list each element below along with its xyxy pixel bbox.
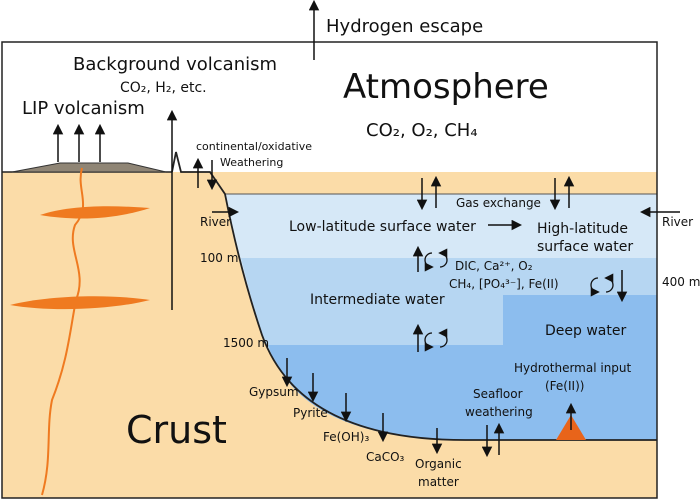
feoh3-label: Fe(OH)₃: [323, 430, 369, 444]
seafloor-weathering-label-2: weathering: [465, 405, 533, 419]
mixing-symbol-2: [424, 328, 448, 352]
mixing-symbol-3: [590, 273, 614, 297]
deep-water-label: Deep water: [545, 323, 626, 339]
intermediate-water-label: Intermediate water: [310, 292, 445, 308]
mixing-symbols: [424, 248, 614, 352]
deep-water-layer: [268, 295, 657, 440]
pyrite-label: Pyrite: [293, 406, 328, 420]
continental-weathering-label-2: Weathering: [220, 156, 283, 169]
depth-100m-label: 100 m: [200, 251, 238, 265]
depth-1500m-label: 1500 m: [223, 336, 269, 350]
lip-volcano-ridge: [11, 162, 167, 173]
mixing-symbol-1: [424, 248, 448, 272]
hydrothermal-input-label-1: Hydrothermal input: [514, 361, 632, 375]
river-left-label: River: [200, 215, 231, 229]
chemistry-label-2: CH₄, [PO₄³⁻], Fe(II): [449, 277, 559, 291]
organic-matter-label-1: Organic: [415, 457, 462, 471]
ocean: [171, 151, 657, 441]
diagram-frame: [1, 41, 658, 499]
high-latitude-water-label-2: surface water: [537, 239, 633, 255]
depth-400m-label: 400 m: [662, 275, 700, 289]
flux-arrows: [52, 0, 680, 458]
low-latitude-water-label: Low-latitude surface water: [289, 219, 476, 235]
river-right-label: River: [662, 215, 693, 229]
magma-dykes: [10, 167, 150, 496]
high-latitude-water-label-1: High-latitude: [537, 221, 628, 237]
gas-exchange-label: Gas exchange: [456, 196, 541, 210]
chemistry-label-1: DIC, Ca²⁺, O₂: [455, 259, 533, 273]
atmosphere-label: Atmosphere: [343, 67, 549, 107]
continental-weathering-label-1: continental/oxidative: [196, 140, 312, 153]
atmosphere-gases-label: CO₂, O₂, CH₄: [366, 120, 478, 141]
magma-sill-lower: [10, 296, 150, 310]
crust-label: Crust: [126, 408, 227, 452]
seafloor-weathering-label-1: Seafloor: [473, 387, 523, 401]
background-gases-label: CO₂, H₂, etc.: [120, 80, 207, 96]
organic-matter-label-2: matter: [418, 475, 459, 489]
lip-volcanism-label: LIP volcanism: [22, 98, 145, 119]
hydrothermal-input-label-2: (Fe(II)): [545, 379, 584, 393]
gypsum-label: Gypsum: [249, 385, 299, 399]
background-volcanism-label: Background volcanism: [73, 54, 277, 75]
caco3-label: CaCO₃: [366, 450, 405, 464]
magma-sill-upper: [40, 206, 150, 219]
hydrogen-escape-label: Hydrogen escape: [326, 16, 483, 37]
